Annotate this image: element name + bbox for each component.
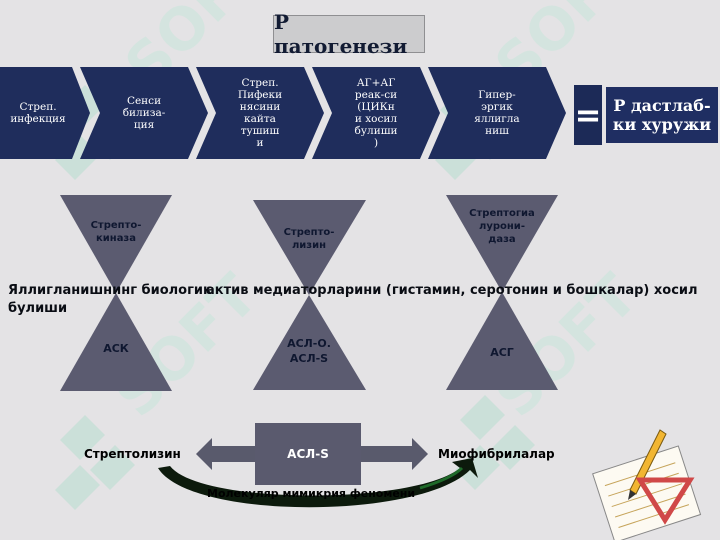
- hourglass-bottom-label: АСЛ-О. АСЛ-S: [287, 337, 331, 365]
- chain-step-1: Стреп. инфекция: [0, 67, 90, 159]
- left-arrow: [196, 438, 255, 470]
- chain-step-label: Гипер- эргик яллигла ниш: [474, 89, 520, 137]
- myofibrils-label: Миофибрилалар: [438, 447, 555, 461]
- hourglass-2: Стрепто- лизин АСЛ-О. АСЛ-S: [253, 200, 366, 390]
- hourglass-shape: [253, 200, 366, 390]
- hourglass-3: Стрептогиа лурони- даза АСГ: [446, 195, 558, 390]
- hourglass-bottom-label: АСК: [103, 342, 129, 355]
- hourglass-1: Стрепто- киназа АСК: [60, 195, 172, 391]
- hourglass-top-label: Стрепто- лизин: [283, 227, 335, 251]
- slide-title: Р патогенези: [273, 10, 425, 58]
- chain-step-label: Стреп. Пифеки нясини кайта тушиш и: [237, 77, 283, 149]
- mimicry-label: Молекуляр мимикрия феномени: [207, 487, 416, 500]
- notebook-icon: [592, 445, 702, 540]
- chain-step-label: Сенси билиза- ция: [122, 95, 166, 131]
- equals-sign: =: [574, 85, 602, 145]
- hourglass-shape: [60, 195, 172, 391]
- hourglass-shape: [446, 195, 558, 390]
- chain-step-3: Стреп. Пифеки нясини кайта тушиш и: [196, 67, 324, 159]
- pencil-icon: [629, 429, 667, 495]
- ruler-icon: [635, 477, 695, 525]
- result-box: Р дастлаб- ки хуружи: [606, 87, 718, 143]
- chain-step-5: Гипер- эргик яллигла ниш: [428, 67, 566, 159]
- stationery-illustration: [592, 429, 702, 540]
- hourglass-bottom-label: АСГ: [490, 346, 514, 359]
- streptolysin-label: Стрептолизин: [84, 447, 181, 461]
- hourglass-top-label: Стрепто- киназа: [90, 220, 142, 244]
- mediator-text-part1: Яллигланишнинг биологик: [8, 283, 212, 298]
- chain-step-2: Сенси билиза- ция: [80, 67, 208, 159]
- chain-step-label: Стреп. инфекция: [10, 101, 66, 125]
- chain-step-label: АГ+АГ реак-си (ЦИКн и хосил булиши ): [354, 77, 398, 149]
- hourglass-top-label: Стрептогиа лурони- даза: [469, 208, 535, 245]
- right-arrow: [361, 438, 428, 470]
- chain-step-4: АГ+АГ реак-си (ЦИКн и хосил булиши ): [312, 67, 440, 159]
- mediator-text-part1-cont: булиши: [8, 301, 68, 316]
- mediator-text-part2: актив медиаторларини (гистамин, серотони…: [206, 283, 698, 298]
- asl-s-box: АСЛ-S: [255, 423, 361, 485]
